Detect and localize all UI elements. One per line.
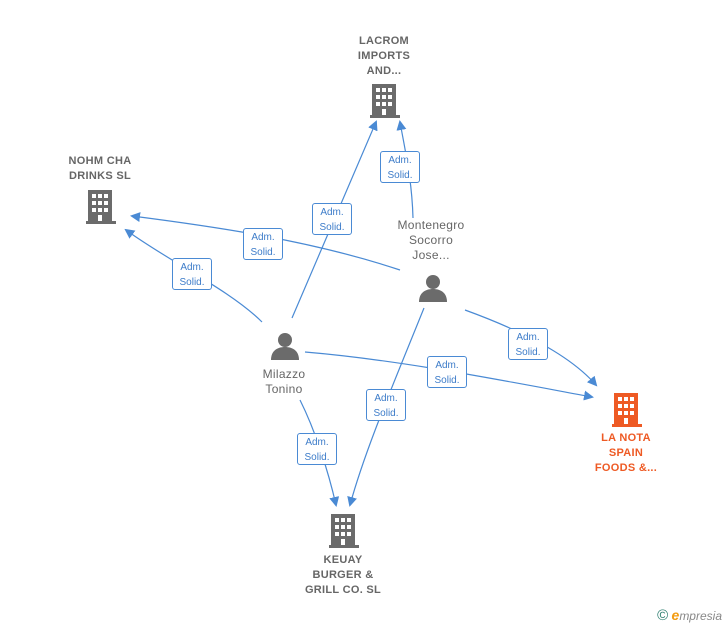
edge-badge: Adm. Solid. (380, 151, 420, 183)
building-icon (370, 84, 400, 118)
empresia-logo[interactable]: © empresia (657, 607, 722, 624)
building-icon (86, 190, 116, 224)
edge-badge-role: Adm. (388, 155, 412, 166)
edge-badge-role: Adm. (516, 332, 540, 343)
edge-badge: Adm. Solid. (172, 258, 212, 290)
edge-badge-type: Solid. (319, 222, 345, 233)
building-icon (612, 393, 642, 427)
node-label-montenegro[interactable]: Montenegro Socorro Jose... (397, 218, 465, 262)
node-label-nohm[interactable]: NOHM CHA DRINKS SL (68, 155, 132, 182)
edge-badge: Adm. Solid. (427, 356, 467, 388)
edge-badge-role: Adm. (180, 262, 204, 273)
edge-badge-role: Adm. (251, 232, 275, 243)
edge-badge: Adm. Solid. (366, 389, 406, 421)
person-icon (271, 333, 299, 360)
edge-badge-type: Solid. (515, 347, 541, 358)
edge-badge-type: Solid. (250, 247, 276, 258)
edge-badge-role: Adm. (374, 393, 398, 404)
edge-badge: Adm. Solid. (297, 433, 337, 465)
brand-name: mpresia (679, 609, 722, 623)
edge-badge-type: Solid. (179, 277, 205, 288)
edge-badge-role: Adm. (320, 207, 344, 218)
building-icon (329, 514, 359, 548)
node-label-lanota[interactable]: LA NOTA SPAIN FOODS &... (594, 432, 658, 474)
edge-badge: Adm. Solid. (312, 203, 352, 235)
node-label-keuay[interactable]: KEUAY BURGER & GRILL CO. SL (304, 554, 382, 596)
node-label-milazzo[interactable]: Milazzo Tonino (262, 367, 306, 396)
edge-badge-type: Solid. (434, 375, 460, 386)
edge-badge-type: Solid. (304, 452, 330, 463)
edge-badge-role: Adm. (305, 437, 329, 448)
brand-e: e (671, 607, 680, 623)
edge-badge: Adm. Solid. (508, 328, 548, 360)
edge-badge-role: Adm. (435, 360, 459, 371)
edge-badge-type: Solid. (373, 408, 399, 419)
edge-badge-type: Solid. (387, 170, 413, 181)
copyright-icon: © (657, 607, 669, 624)
node-label-lacrom[interactable]: LACROM IMPORTS AND... (357, 35, 411, 77)
edge-badge: Adm. Solid. (243, 228, 283, 260)
person-icon (419, 275, 447, 302)
